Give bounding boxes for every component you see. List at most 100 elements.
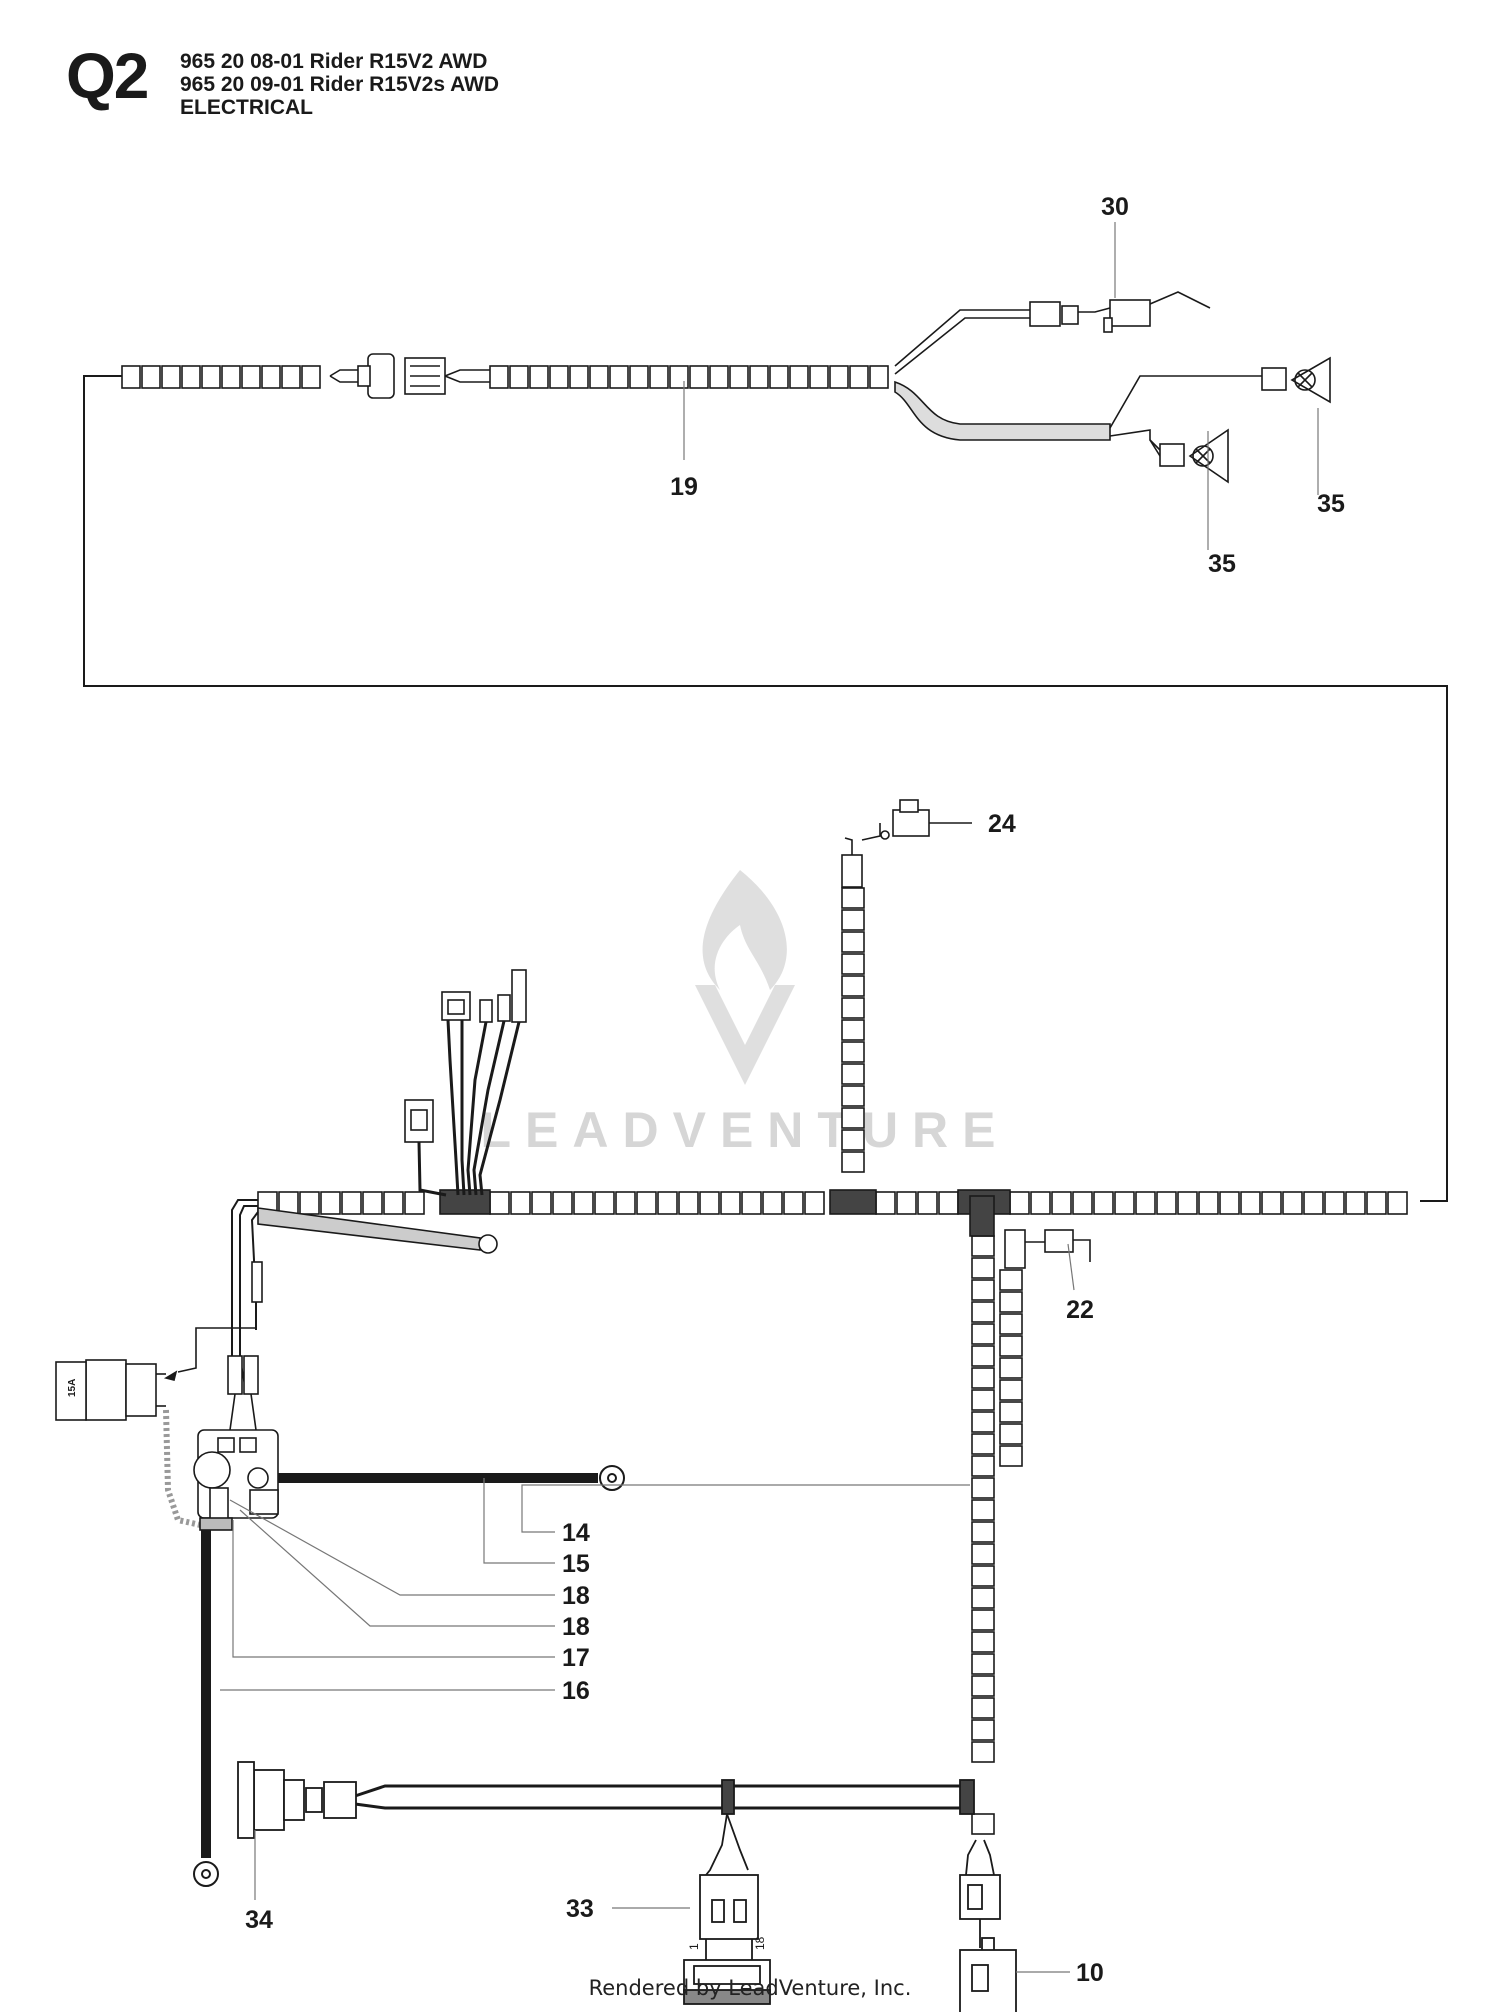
sleeve-segment — [841, 909, 865, 931]
sleeve-segment — [841, 1107, 865, 1129]
seat-switch-24 — [892, 809, 930, 837]
sleeve-segment — [999, 1313, 1023, 1335]
sleeve-segment — [609, 365, 629, 389]
sleeve-segment — [971, 1279, 995, 1301]
sleeve-segment — [615, 1191, 636, 1215]
sleeve-segment — [841, 1019, 865, 1041]
sleeve-segment — [971, 1257, 995, 1279]
sleeve-segment — [971, 1301, 995, 1323]
sleeve-segment — [1135, 1191, 1156, 1215]
sleeve-segment — [971, 1477, 995, 1499]
sleeve-segment — [1114, 1191, 1135, 1215]
callout-18-upper: 18 — [562, 1582, 590, 1610]
sleeve-segment — [841, 1151, 865, 1173]
sleeve-segment — [669, 365, 689, 389]
fuse-label: 15A — [67, 1379, 78, 1397]
sleeve-segment — [971, 1719, 995, 1741]
sleeve-segment — [1345, 1191, 1366, 1215]
watermark-v-icon — [695, 985, 795, 1085]
callouts: 30 19 35 35 24 22 14 15 18 18 17 16 34 3… — [245, 193, 1345, 1987]
sleeve-segment — [999, 1401, 1023, 1423]
sleeve-segment — [971, 1521, 995, 1543]
sleeve-segment — [689, 365, 709, 389]
leader-lines — [220, 222, 1319, 1973]
sleeve-segment — [841, 1129, 865, 1151]
sleeve-segment — [789, 365, 809, 389]
switch-22-branch-sleeve — [999, 1269, 1023, 1467]
sleeve-segment — [971, 1653, 995, 1675]
sleeve-segment — [221, 365, 241, 389]
routing-frame — [83, 375, 1448, 1202]
sleeve-segment — [849, 365, 869, 389]
sleeve-segment — [829, 365, 849, 389]
sleeve-segment — [1093, 1191, 1114, 1215]
sleeve-segment — [1051, 1191, 1072, 1215]
sleeve-segment — [841, 887, 865, 909]
switch-33-connector — [699, 1874, 759, 1940]
fuse-holder — [85, 1359, 127, 1421]
seat-switch-branch-sleeve — [841, 887, 865, 1173]
sleeve-segment — [1387, 1191, 1408, 1215]
sleeve-segment — [999, 1335, 1023, 1357]
callout-24: 24 — [988, 810, 1016, 838]
sleeve-segment — [971, 1543, 995, 1565]
sleeve-segment — [971, 1411, 995, 1433]
sleeve-segment — [1303, 1191, 1324, 1215]
section-title: ELECTRICAL — [180, 96, 313, 119]
sleeve-segment — [729, 365, 749, 389]
sleeve-segment — [341, 1191, 362, 1215]
sleeve-segment — [971, 1323, 995, 1345]
sleeve-segment — [529, 365, 549, 389]
sleeve-segment — [589, 365, 609, 389]
sleeve-segment — [301, 365, 321, 389]
sleeve-segment — [261, 365, 281, 389]
sleeve-segment — [1009, 1191, 1030, 1215]
main-harness-sleeve — [257, 1191, 1408, 1215]
battery-cables — [193, 1465, 625, 1887]
sleeve-segment — [841, 997, 865, 1019]
sleeve-segment — [971, 1389, 995, 1411]
sleeve-segment — [1240, 1191, 1261, 1215]
sleeve-segment — [1282, 1191, 1303, 1215]
sleeve-segment — [938, 1191, 959, 1215]
sleeve-segment — [281, 365, 301, 389]
sleeve-segment — [999, 1445, 1023, 1467]
sleeve-segment — [869, 365, 889, 389]
callout-15: 15 — [562, 1550, 590, 1578]
callout-35-upper: 35 — [1317, 490, 1345, 518]
sleeve-segment — [594, 1191, 615, 1215]
sleeve-segment — [181, 365, 201, 389]
callout-10: 10 — [1076, 1959, 1104, 1987]
header-lines: 965 20 08-01 Rider R15V2 AWD 965 20 09-0… — [180, 50, 499, 119]
light-upper-socket — [1261, 367, 1287, 391]
main-harness: 15A — [55, 799, 1408, 1835]
sleeve-segment — [649, 365, 669, 389]
sleeve-segment — [971, 1367, 995, 1389]
sleeve-segment — [489, 365, 509, 389]
callout-18-lower: 18 — [562, 1613, 590, 1641]
light-lower-socket — [1159, 443, 1185, 467]
sleeve-segment — [1198, 1191, 1219, 1215]
sleeve-segment — [783, 1191, 804, 1215]
callout-16: 16 — [562, 1677, 590, 1705]
sleeve-segment — [657, 1191, 678, 1215]
upper-harness-sleeve — [121, 365, 889, 389]
sleeve-segment — [999, 1291, 1023, 1313]
sleeve-segment — [320, 1191, 341, 1215]
sleeve-segment — [569, 365, 589, 389]
sleeve-segment — [161, 365, 181, 389]
callout-33: 33 — [566, 1895, 594, 1923]
sleeve-segment — [699, 1191, 720, 1215]
watermark-flame-icon — [702, 870, 787, 990]
sleeve-segment — [1219, 1191, 1240, 1215]
sleeve-segment — [1324, 1191, 1345, 1215]
model-line-1: 965 20 08-01 Rider R15V2 AWD — [180, 50, 488, 73]
sleeve-segment — [678, 1191, 699, 1215]
sleeve-segment — [841, 931, 865, 953]
sleeve-segment — [1177, 1191, 1198, 1215]
sleeve-segment — [1072, 1191, 1093, 1215]
switch-22-body — [1044, 1229, 1074, 1253]
model-line-2: 965 20 09-01 Rider R15V2s AWD — [180, 73, 500, 96]
switch-30-connector — [1029, 301, 1061, 327]
